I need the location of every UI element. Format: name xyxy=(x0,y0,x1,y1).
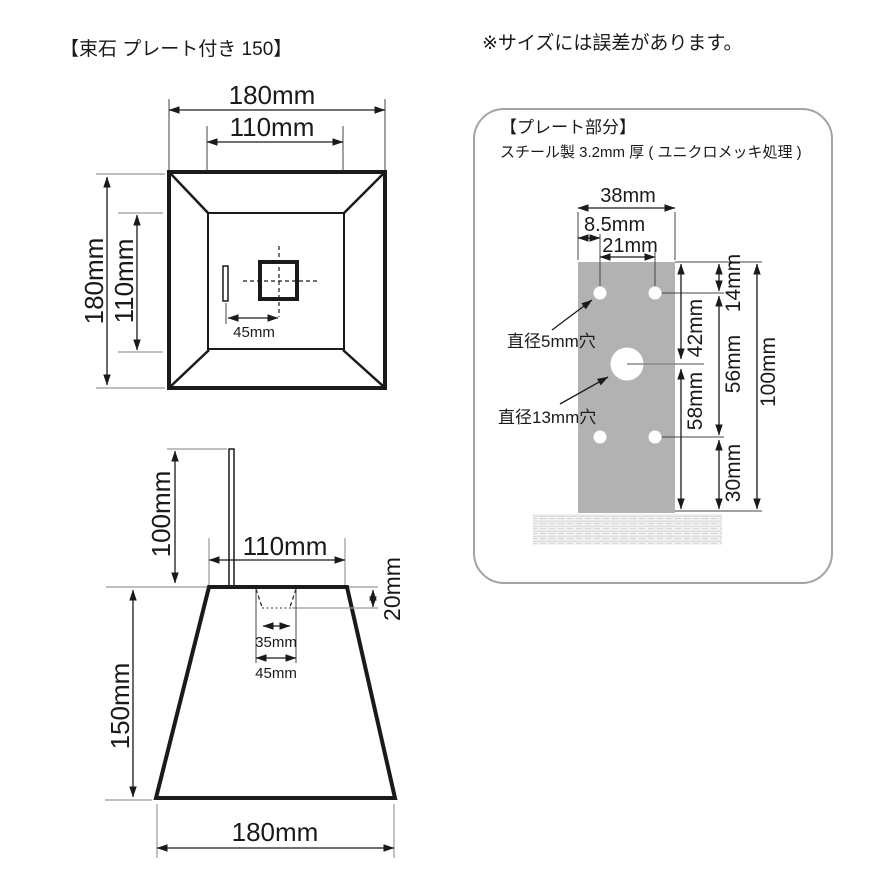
bottom-holes-to-bottom-label: 30mm xyxy=(722,444,745,502)
plate-side-view xyxy=(228,448,235,588)
small-hole-callout: 直径5mm穴 xyxy=(507,332,596,351)
top-view-outer-height-label: 180mm xyxy=(79,238,109,325)
socket-hidden-edge xyxy=(255,588,263,608)
panel-material-spec: スチール製 3.2mm 厚 ( ユニクロメッキ処理 ) xyxy=(500,144,802,161)
top-view-inner-width-label: 110mm xyxy=(230,112,315,142)
small-hole-bottom-right xyxy=(648,430,662,444)
top-view-inner-height-label: 110mm xyxy=(109,239,139,324)
socket-depth-label: 20mm xyxy=(379,557,405,621)
side-view-bottom-width-label: 180mm xyxy=(232,817,319,847)
plate-height-label: 100mm xyxy=(757,337,780,407)
leader-line-small-hole xyxy=(551,299,593,331)
stone-inner-square xyxy=(207,212,345,350)
stone-surface-hatch xyxy=(533,514,722,545)
stone-outer-square xyxy=(167,170,387,390)
side-view-height-label: 150mm xyxy=(105,663,135,750)
hole-pitch-label: 21mm xyxy=(602,235,658,257)
page-title: 【束石 プレート付き 150】 xyxy=(60,38,292,60)
chamfer-edge xyxy=(342,173,384,215)
top-to-small-holes-label: 14mm xyxy=(722,254,745,312)
panel-heading: 【プレート部分】 xyxy=(500,118,636,137)
post-socket-square xyxy=(258,260,299,301)
small-holes-span-label: 56mm xyxy=(722,335,745,393)
socket-top-width-label: 45mm xyxy=(255,665,297,682)
side-view: 100mm 110mm 35mm 45mm 20mm 150mm 180 xyxy=(105,448,405,858)
top-view-outer-width-label: 180mm xyxy=(229,80,316,110)
top-view: 180mm 110mm 180mm 110mm 45mm xyxy=(79,80,387,390)
socket-bottom-width-label: 35mm xyxy=(255,634,297,651)
steel-plate xyxy=(578,262,675,513)
leader-line-large-hole xyxy=(559,376,609,405)
side-view-top-width-label: 110mm xyxy=(243,531,328,561)
size-tolerance-note: ※サイズには誤差があります。 xyxy=(482,32,742,54)
small-hole-top-right xyxy=(648,286,662,300)
side-view-plate-height-label: 100mm xyxy=(146,471,176,558)
large-hole-to-bottom-label: 58mm xyxy=(684,372,707,430)
top-view-plate-offset-label: 45mm xyxy=(233,324,275,341)
chamfer-edge xyxy=(170,173,210,215)
edge-to-hole-label: 8.5mm xyxy=(584,214,645,236)
small-hole-bottom-left xyxy=(593,430,607,444)
small-hole-top-left xyxy=(593,286,607,300)
stone-body-side-view xyxy=(153,585,398,800)
large-hole-callout: 直径13mm穴 xyxy=(498,408,596,427)
plate-width-label: 38mm xyxy=(600,185,656,207)
chamfer-edge xyxy=(170,349,210,387)
plate-edge-top-view xyxy=(222,265,229,302)
socket-hidden-edge xyxy=(289,588,297,608)
plate-detail-panel: 【プレート部分】 スチール製 3.2mm 厚 ( ユニクロメッキ処理 ) 38m… xyxy=(473,108,833,584)
top-to-large-hole-label: 42mm xyxy=(684,299,707,357)
chamfer-edge xyxy=(342,349,384,387)
